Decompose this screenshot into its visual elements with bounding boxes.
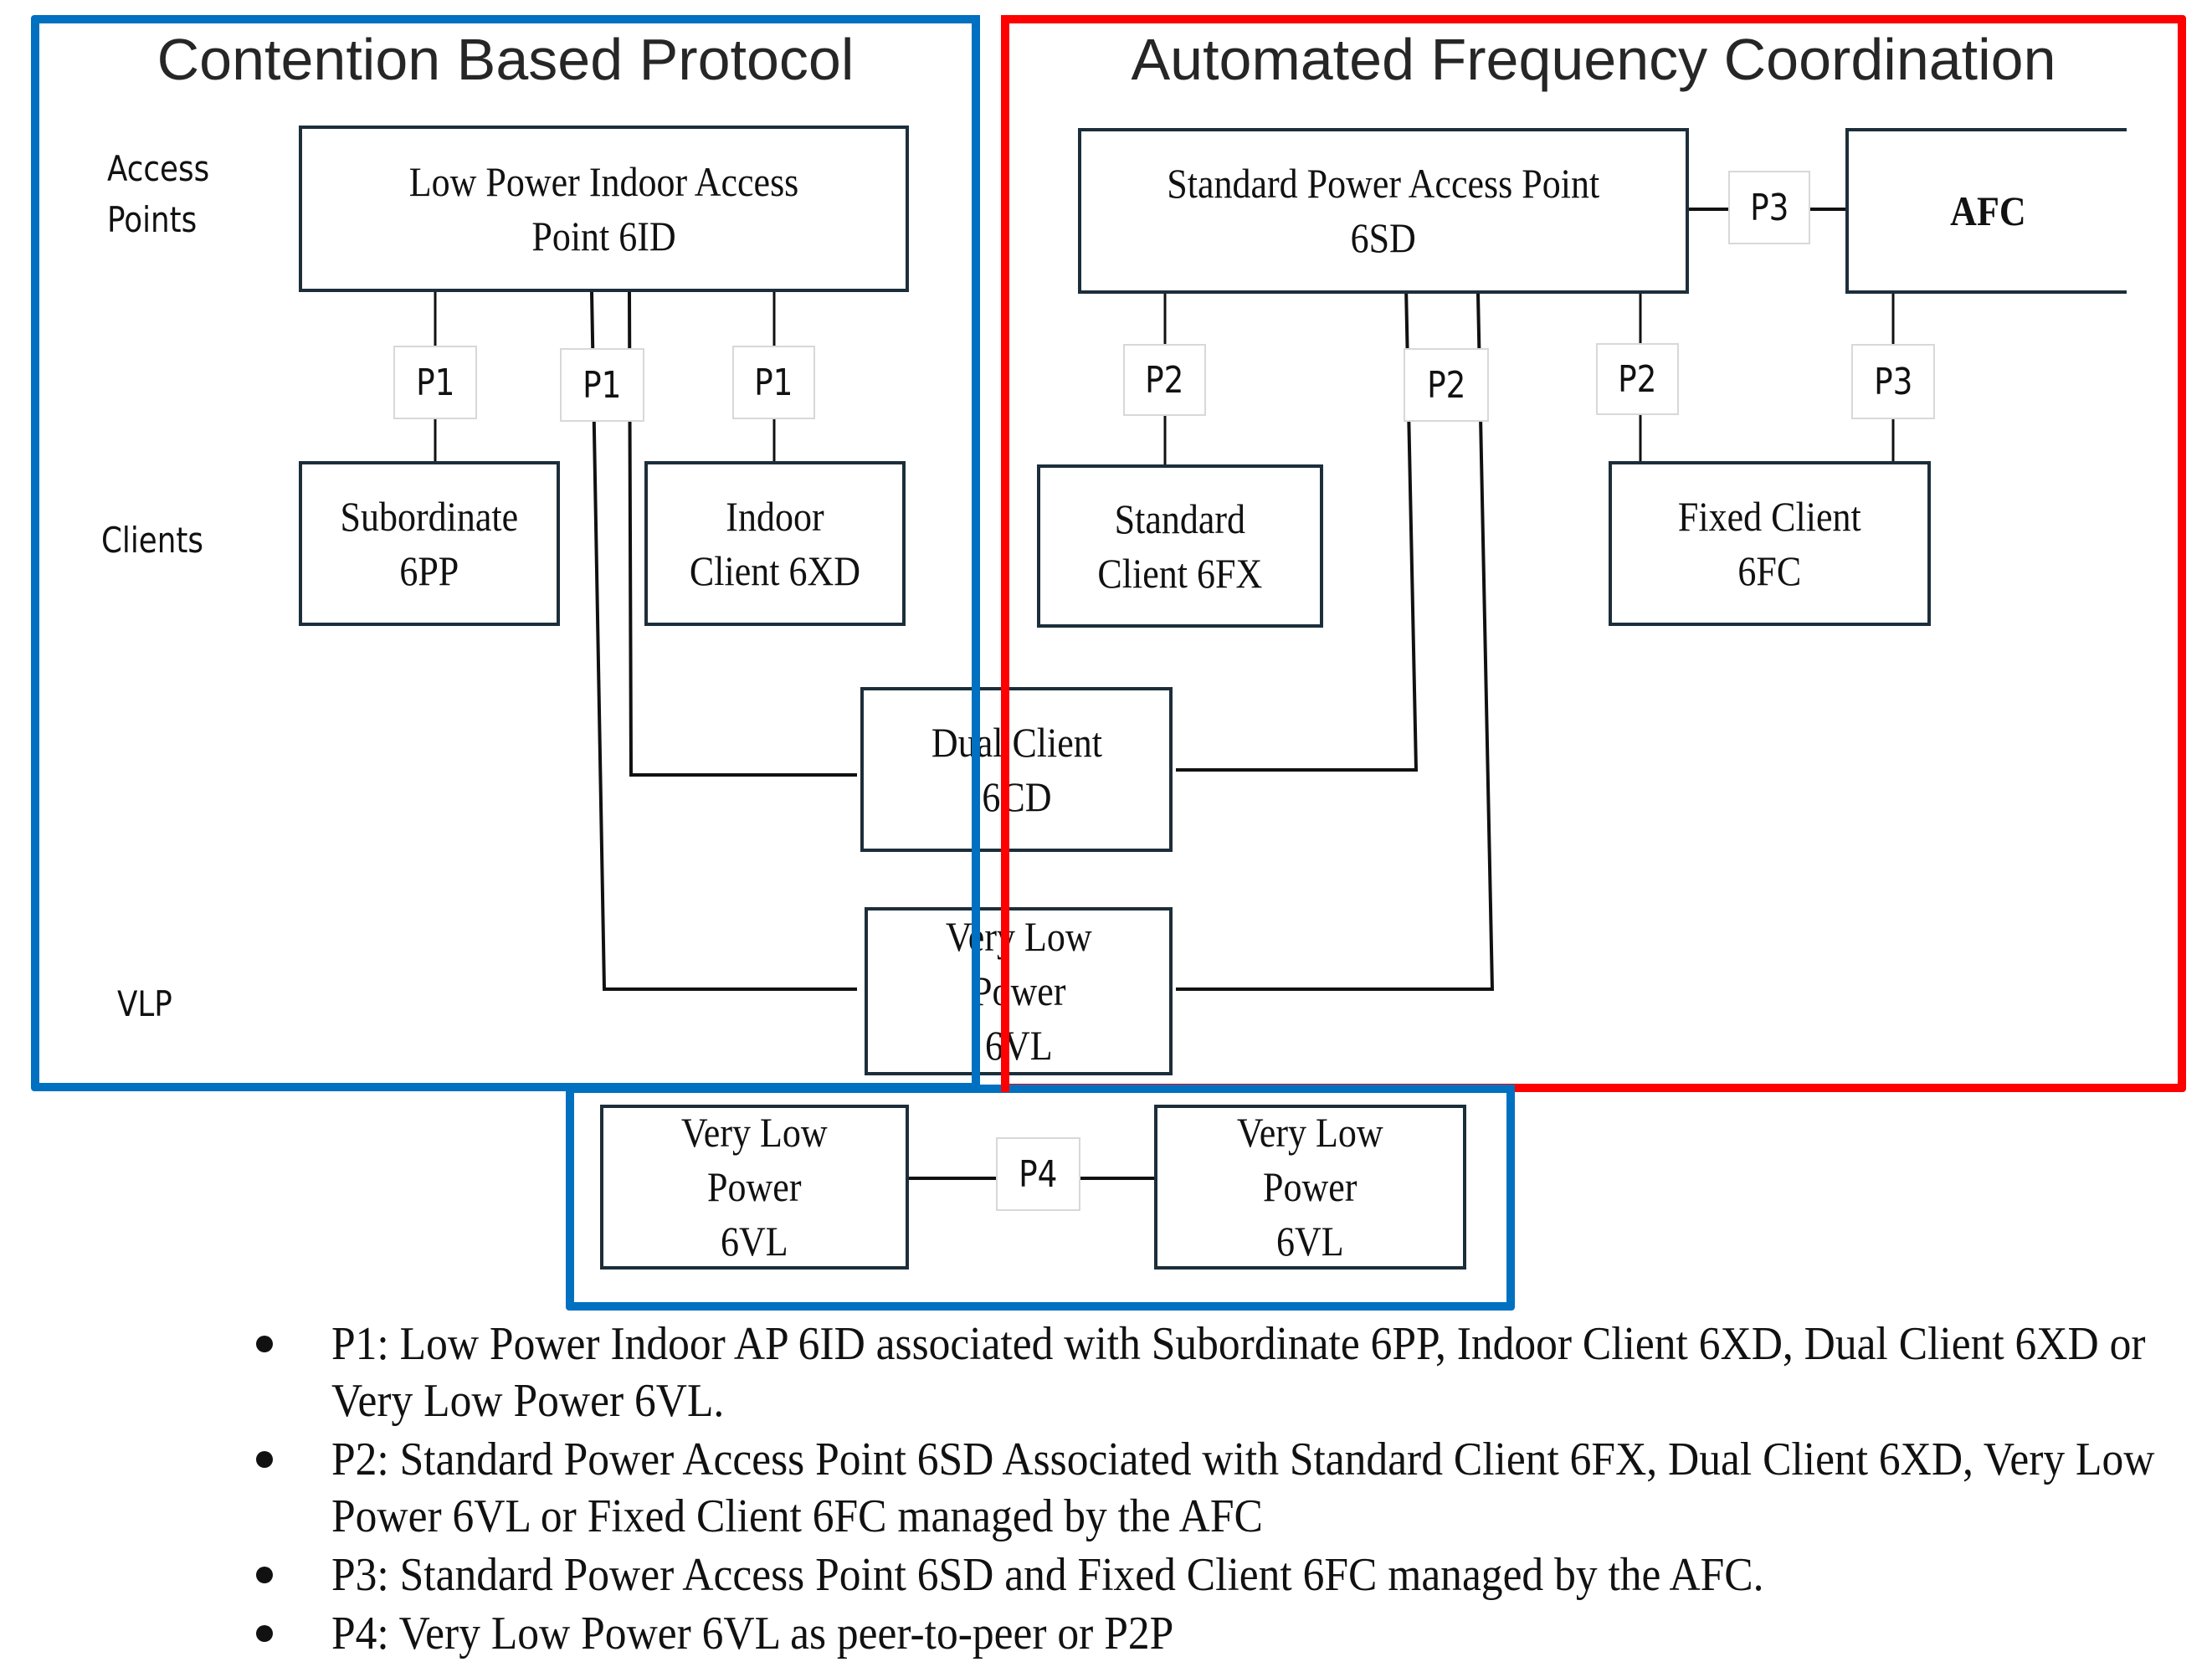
row-label-access-points: Access Points bbox=[107, 148, 210, 240]
legend-text: P3: Standard Power Access Point 6SD and … bbox=[331, 1549, 1764, 1601]
legend-text: P2: Standard Power Access Point 6SD Asso… bbox=[331, 1434, 2155, 1542]
afc-region-title: Automated Frequency Coordination bbox=[1131, 27, 2056, 92]
node-standard-power-ap-6sd: Standard Power Access Point 6SD bbox=[1078, 128, 1689, 294]
node-label: AFC bbox=[1949, 187, 2026, 234]
link-label-p3-afc: P3 bbox=[1728, 171, 1810, 244]
link-label-p4: P4 bbox=[996, 1137, 1080, 1211]
node-label: Very Low Power 6VL bbox=[1237, 1109, 1383, 1264]
node-very-low-power-6vl-left: Very Low Power 6VL bbox=[600, 1105, 909, 1270]
wire-p2-vlp bbox=[1176, 293, 1495, 991]
node-label: Indoor Client 6XD bbox=[689, 492, 861, 594]
link-label-text: P1 bbox=[583, 363, 622, 407]
link-label-text: P2 bbox=[1618, 357, 1657, 401]
link-label-p1-indoor: P1 bbox=[732, 346, 815, 419]
node-very-low-power-6vl-center: Very Low Power 6VL bbox=[865, 907, 1173, 1075]
link-label-text: P1 bbox=[754, 361, 793, 404]
node-afc: AFC bbox=[1845, 128, 2127, 294]
row-label-vlp: VLP bbox=[117, 983, 172, 1024]
bullet-icon bbox=[256, 1336, 273, 1352]
link-label-text: P2 bbox=[1426, 363, 1466, 407]
protocol-legend: P1: Low Power Indoor AP 6ID associated w… bbox=[251, 1316, 2201, 1662]
legend-item-p3: P3: Standard Power Access Point 6SD and … bbox=[251, 1547, 2201, 1603]
link-label-text: P4 bbox=[1019, 1152, 1058, 1196]
legend-item-p2: P2: Standard Power Access Point 6SD Asso… bbox=[251, 1431, 2201, 1545]
link-label-p1-center: P1 bbox=[560, 348, 644, 422]
node-label: Subordinate 6PP bbox=[340, 492, 519, 594]
node-label: Dual Client 6CD bbox=[931, 718, 1102, 820]
legend-item-p1: P1: Low Power Indoor AP 6ID associated w… bbox=[251, 1316, 2201, 1429]
node-label: Very Low Power 6VL bbox=[681, 1109, 828, 1264]
node-label: Low Power Indoor Access Point 6ID bbox=[408, 157, 799, 259]
link-label-p2-fixed: P2 bbox=[1596, 343, 1679, 415]
link-label-text: P3 bbox=[1749, 186, 1789, 229]
link-label-text: P1 bbox=[415, 361, 455, 404]
contention-border-overlay bbox=[972, 15, 980, 1091]
node-fixed-client-6fc: Fixed Client 6FC bbox=[1609, 461, 1931, 626]
bullet-icon bbox=[256, 1567, 273, 1583]
link-label-text: P2 bbox=[1145, 358, 1184, 402]
node-standard-client-6fx: Standard Client 6FX bbox=[1037, 464, 1323, 628]
node-indoor-client-6xd: Indoor Client 6XD bbox=[644, 461, 906, 626]
link-label-p2-standard: P2 bbox=[1123, 344, 1206, 416]
node-low-power-indoor-ap: Low Power Indoor Access Point 6ID bbox=[299, 126, 909, 292]
node-very-low-power-6vl-right: Very Low Power 6VL bbox=[1154, 1105, 1466, 1270]
bullet-icon bbox=[256, 1451, 273, 1468]
wire-p1-vlp bbox=[590, 291, 857, 991]
link-label-p3-fixed: P3 bbox=[1851, 344, 1935, 419]
link-label-p2-center: P2 bbox=[1404, 348, 1489, 422]
bullet-icon bbox=[256, 1625, 273, 1642]
node-subordinate-6pp: Subordinate 6PP bbox=[299, 461, 560, 626]
node-dual-client-6cd: Dual Client 6CD bbox=[860, 687, 1173, 852]
node-label: Fixed Client 6FC bbox=[1678, 492, 1861, 594]
p2p-region-frame bbox=[566, 1085, 1515, 1311]
link-label-p1-subordinate: P1 bbox=[393, 346, 477, 419]
afc-border-overlay bbox=[1001, 15, 1009, 1092]
row-label-clients: Clients bbox=[101, 520, 203, 561]
node-label: Very Low Power 6VL bbox=[945, 913, 1092, 1069]
contention-region-title: Contention Based Protocol bbox=[157, 27, 855, 92]
wire-p2-dual bbox=[1176, 285, 1419, 772]
legend-item-p4: P4: Very Low Power 6VL as peer-to-peer o… bbox=[251, 1605, 2201, 1662]
link-label-text: P3 bbox=[1873, 360, 1913, 403]
wire-p1-dual bbox=[628, 291, 857, 777]
node-label: Standard Client 6FX bbox=[1097, 495, 1263, 597]
legend-text: P4: Very Low Power 6VL as peer-to-peer o… bbox=[331, 1608, 1174, 1659]
node-label: Standard Power Access Point 6SD bbox=[1167, 160, 1600, 261]
legend-text: P1: Low Power Indoor AP 6ID associated w… bbox=[331, 1318, 2146, 1427]
